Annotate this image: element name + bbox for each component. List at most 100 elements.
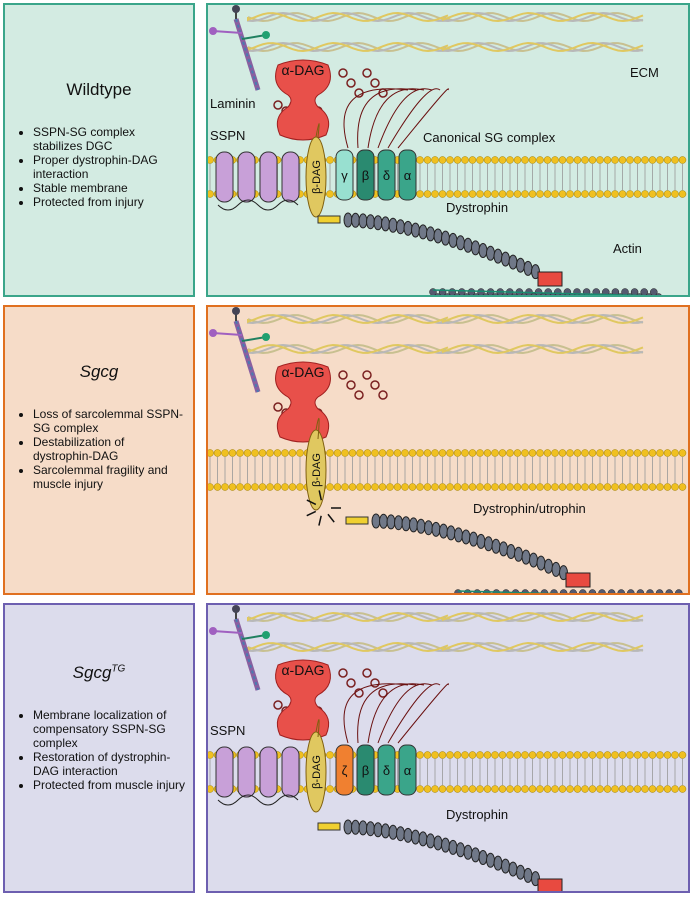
sspn-label: SSPN	[210, 128, 245, 143]
lipid-head	[618, 751, 627, 759]
sg-glycan	[357, 88, 417, 149]
lipid-head	[573, 785, 582, 793]
lipid-head	[648, 156, 657, 164]
dystrophin-bead	[536, 555, 546, 571]
sg-subunit-label: α	[404, 763, 412, 778]
lipid-head	[581, 785, 589, 793]
lipid-head	[468, 190, 477, 198]
ecm-fiber	[442, 344, 644, 355]
bullet: SSPN-SG complex stabilizes DGC	[33, 125, 187, 153]
dystrophin-bead	[484, 536, 493, 552]
lipid-head	[208, 190, 214, 198]
actin-bead	[458, 288, 466, 295]
laminin-globule	[209, 329, 217, 337]
dystrophin-bead	[418, 224, 428, 240]
lipid-head	[558, 156, 567, 164]
lipid-head	[641, 751, 649, 759]
actin-bead	[594, 595, 601, 596]
actin-bead	[544, 288, 552, 295]
glycan-bead	[273, 700, 283, 710]
bullet: Protected from injury	[33, 195, 187, 209]
lipid-head	[468, 156, 477, 164]
dystrophin-bead	[471, 847, 480, 863]
sg-subunit-label: β	[362, 168, 369, 183]
lipid-head	[251, 449, 259, 457]
dystrophin-bead	[396, 219, 405, 235]
lipid-head	[476, 785, 484, 793]
actin-bead	[517, 595, 524, 596]
lipid-head	[656, 156, 664, 164]
lipid-head	[468, 483, 477, 491]
actin-bead	[675, 589, 683, 593]
lipid-head	[348, 449, 357, 457]
lipid-head	[648, 785, 657, 793]
lipid-head	[446, 190, 454, 198]
lipid-head	[483, 190, 492, 198]
lipid-head	[573, 483, 582, 491]
lipid-head	[483, 785, 492, 793]
lipid-head	[416, 449, 424, 457]
dystrophin-end	[345, 516, 369, 525]
actin-bead	[498, 595, 505, 596]
lipid-head	[266, 483, 274, 491]
lipid-head	[558, 751, 567, 759]
sspn-helix	[259, 151, 278, 203]
lipid-head	[611, 449, 619, 457]
dystrophin-actin-binding	[565, 572, 591, 588]
ecm-fiber	[442, 12, 644, 23]
sg-subunit	[335, 149, 354, 201]
actin-bead	[613, 595, 620, 596]
dystrophin-bead	[411, 222, 420, 238]
glycan-bead	[370, 78, 380, 88]
lipid-head	[491, 156, 499, 164]
lipid-head	[641, 449, 649, 457]
lipid-head	[423, 156, 432, 164]
lipid-head	[581, 483, 589, 491]
actin-bead	[530, 293, 537, 295]
dystrophin-bead	[433, 835, 443, 851]
actin-bead	[680, 595, 687, 596]
actin-bead	[575, 595, 582, 596]
lipid-head	[603, 751, 612, 759]
lipid-head	[543, 751, 552, 759]
bullet-list: SSPN-SG complex stabilizes DGC Proper dy…	[19, 125, 187, 209]
lipid-head	[386, 449, 394, 457]
lipid-head	[483, 751, 492, 759]
lipid-head	[491, 785, 499, 793]
sg-glycan	[367, 88, 425, 149]
glycan-bead	[354, 88, 364, 98]
lipid-head	[588, 751, 597, 759]
lipid-head	[513, 785, 522, 793]
laminin	[209, 605, 270, 691]
dystrophin-bead	[351, 212, 360, 228]
lipid-head	[221, 483, 229, 491]
lipid-head	[656, 190, 664, 198]
lipid-head	[208, 156, 214, 164]
lipid-head	[423, 751, 432, 759]
actin-bead	[579, 589, 587, 593]
laminin-coil-stripe	[235, 618, 259, 691]
actin-bead	[630, 288, 639, 295]
actin-bead	[636, 293, 643, 295]
lipid-head	[506, 449, 514, 457]
actin-bead	[527, 595, 534, 596]
dystrophin-bead	[486, 852, 495, 868]
lipid-head	[528, 751, 537, 759]
lipid-head	[513, 449, 522, 457]
lipid-head	[221, 449, 229, 457]
dystrophin-bead	[433, 228, 443, 244]
membrane	[208, 449, 687, 491]
lipid-head	[461, 190, 469, 198]
lipid-head	[648, 751, 657, 759]
lipid-head	[453, 483, 462, 491]
dystrophin-bead	[508, 254, 518, 270]
actin-bead	[565, 595, 572, 596]
lipid-head	[581, 449, 589, 457]
beta-dag-link	[315, 123, 320, 138]
lipid-head	[573, 751, 582, 759]
ecm-fiber	[247, 612, 449, 623]
sspn-helix	[215, 151, 234, 203]
lipid-head	[596, 190, 604, 198]
sspn-tail	[217, 794, 299, 806]
